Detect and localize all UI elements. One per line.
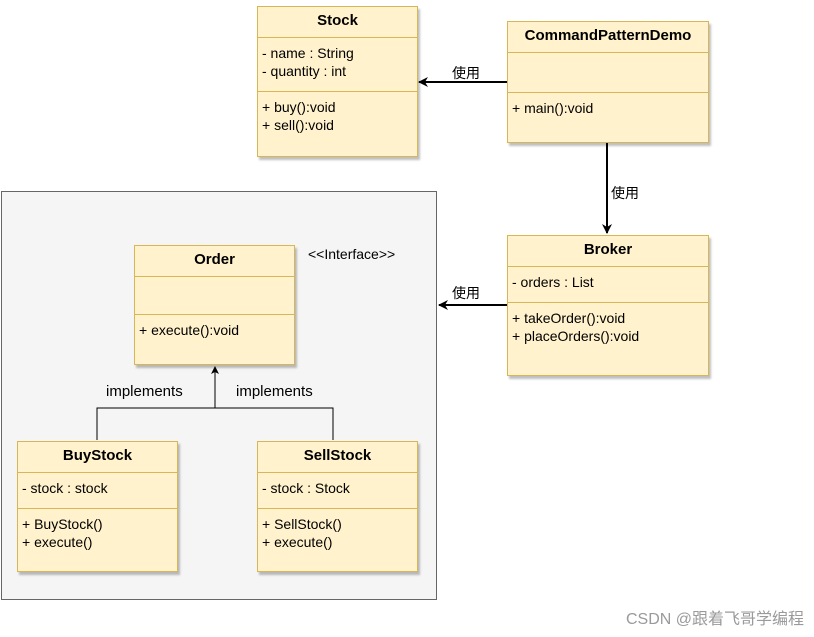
attribute-row: - stock : stock [22,480,108,496]
method-row: + placeOrders():void [512,328,640,344]
label-demo-uses-broker: 使用 [611,185,639,201]
method-row: + sell():void [262,117,334,133]
attribute-row: - stock : Stock [262,480,350,496]
attribute-row: - quantity : int [262,63,347,79]
label-broker-uses-group: 使用 [452,285,480,301]
class-demo-methods: + main():void [508,93,708,121]
method-row: + SellStock() [262,516,342,532]
class-demo-attributes [508,53,708,93]
class-demo-name: CommandPatternDemo [508,22,708,53]
class-command-pattern-demo[interactable]: CommandPatternDemo + main():void [507,21,709,143]
class-broker-attributes: - orders : List [508,267,708,303]
label-demo-uses-stock: 使用 [452,65,480,81]
watermark-text: CSDN @跟着飞哥学编程 [625,611,804,628]
class-stock-methods: + buy():void + sell():void [258,92,417,138]
class-order-methods: + execute():void [135,315,294,343]
method-row: + execute() [22,534,93,550]
class-sellstock-attributes: - stock : Stock [258,473,417,509]
class-sellstock-name: SellStock [258,442,417,473]
class-sellstock-methods: + SellStock() + execute() [258,509,417,555]
class-stock-attributes: - name : String - quantity : int [258,38,417,92]
class-broker[interactable]: Broker - orders : List + takeOrder():voi… [507,235,709,376]
class-order[interactable]: Order + execute():void [134,245,295,365]
label-sellstock-implements: implements [236,383,313,400]
class-buystock[interactable]: BuyStock - stock : stock + BuyStock() + … [17,441,178,572]
label-buystock-implements: implements [106,383,183,400]
class-broker-methods: + takeOrder():void + placeOrders():void [508,303,708,349]
class-order-attributes [135,277,294,315]
method-row: + main():void [512,100,594,116]
class-stock-name: Stock [258,7,417,38]
order-stereotype-label: <<Interface>> [308,246,396,262]
method-row: + takeOrder():void [512,310,626,326]
class-order-name: Order [135,246,294,277]
method-row: + buy():void [262,99,336,115]
method-row: + BuyStock() [22,516,103,532]
method-row: + execute() [262,534,333,550]
class-broker-name: Broker [508,236,708,267]
class-stock[interactable]: Stock - name : String - quantity : int +… [257,6,418,157]
attribute-row: - name : String [262,45,354,61]
class-sellstock[interactable]: SellStock - stock : Stock + SellStock() … [257,441,418,572]
class-buystock-name: BuyStock [18,442,177,473]
class-buystock-methods: + BuyStock() + execute() [18,509,177,555]
method-row: + execute():void [139,322,239,338]
class-buystock-attributes: - stock : stock [18,473,177,509]
attribute-row: - orders : List [512,274,594,290]
